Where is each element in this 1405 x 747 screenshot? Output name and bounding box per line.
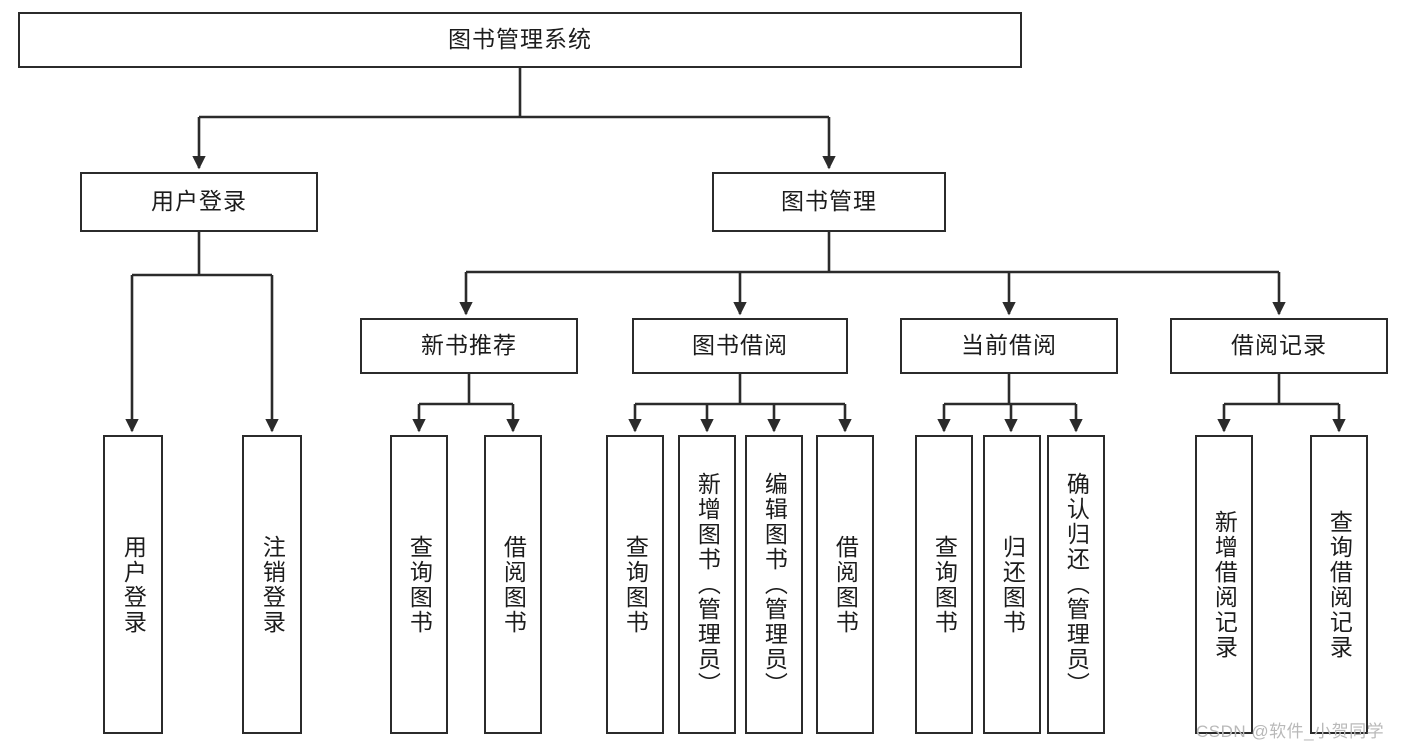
leaf-label: 确认归还（管理员） <box>1063 472 1090 697</box>
leaf-current-borrow-confirm-return[interactable]: 确认归还（管理员） <box>1047 435 1105 734</box>
node-book-borrow[interactable]: 图书借阅 <box>632 318 848 374</box>
leaf-label: 新增借阅记录 <box>1211 509 1238 660</box>
leaf-user-login-logout[interactable]: 注销登录 <box>242 435 302 734</box>
csdn-watermark: CSDN @软件_小贺同学 <box>1196 722 1385 741</box>
leaf-label: 用户登录 <box>120 534 147 635</box>
leaf-new-book-query[interactable]: 查询图书 <box>390 435 448 734</box>
node-book-management[interactable]: 图书管理 <box>712 172 946 232</box>
leaf-label: 借阅图书 <box>500 534 527 635</box>
node-new-book-recommend[interactable]: 新书推荐 <box>360 318 578 374</box>
node-root-system[interactable]: 图书管理系统 <box>18 12 1022 68</box>
leaf-user-login-login[interactable]: 用户登录 <box>103 435 163 734</box>
leaf-label: 新增图书（管理员） <box>694 472 721 697</box>
leaf-book-borrow-edit[interactable]: 编辑图书（管理员） <box>745 435 803 734</box>
node-current-borrow[interactable]: 当前借阅 <box>900 318 1118 374</box>
leaf-book-borrow-query[interactable]: 查询图书 <box>606 435 664 734</box>
leaf-label: 编辑图书（管理员） <box>761 472 788 697</box>
leaf-new-book-borrow[interactable]: 借阅图书 <box>484 435 542 734</box>
leaf-book-borrow-borrow[interactable]: 借阅图书 <box>816 435 874 734</box>
leaf-label: 借阅图书 <box>832 534 859 635</box>
node-user-login[interactable]: 用户登录 <box>80 172 318 232</box>
leaf-label: 查询图书 <box>622 534 649 635</box>
leaf-book-borrow-add[interactable]: 新增图书（管理员） <box>678 435 736 734</box>
leaf-current-borrow-return[interactable]: 归还图书 <box>983 435 1041 734</box>
leaf-label: 注销登录 <box>259 534 286 635</box>
node-borrow-record[interactable]: 借阅记录 <box>1170 318 1388 374</box>
leaf-label: 查询图书 <box>406 534 433 635</box>
leaf-borrow-record-query[interactable]: 查询借阅记录 <box>1310 435 1368 734</box>
leaf-label: 查询借阅记录 <box>1326 509 1353 660</box>
leaf-label: 查询图书 <box>931 534 958 635</box>
leaf-current-borrow-query[interactable]: 查询图书 <box>915 435 973 734</box>
leaf-borrow-record-add[interactable]: 新增借阅记录 <box>1195 435 1253 734</box>
leaf-label: 归还图书 <box>999 534 1026 635</box>
